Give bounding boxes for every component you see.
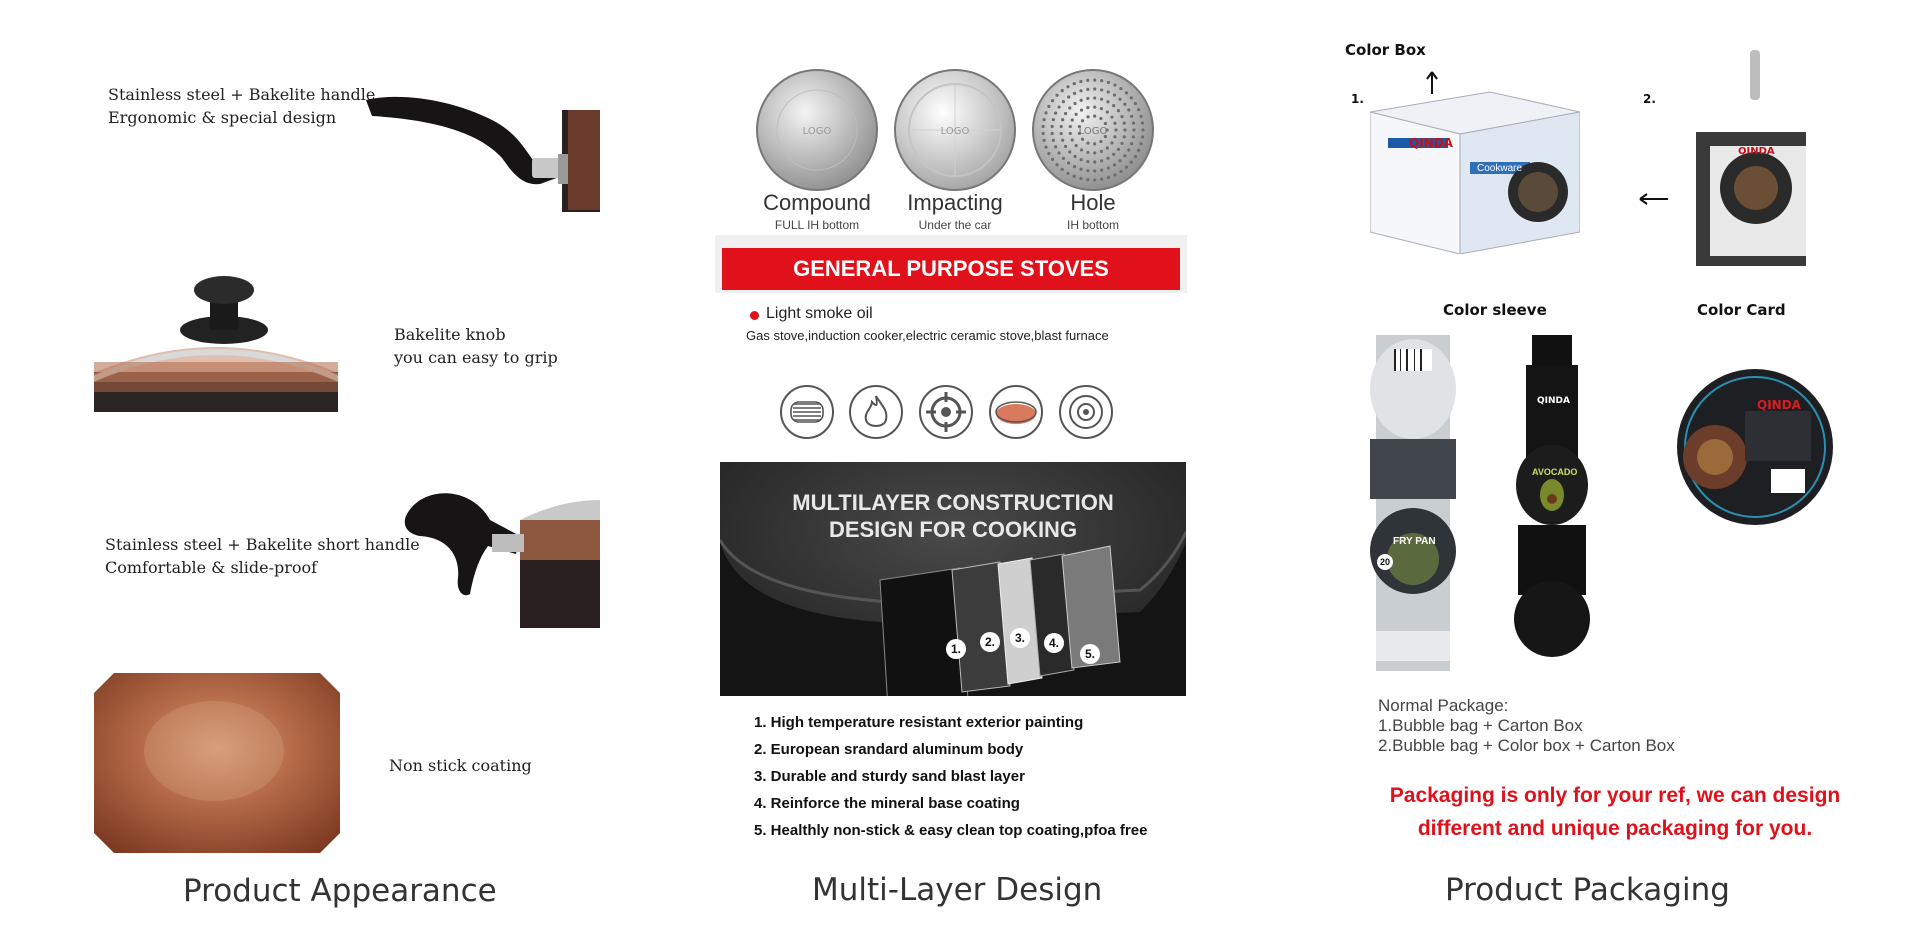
normal-package-option-1: 1.Bubble bag + Carton Box: [1378, 716, 1583, 735]
bottom-label-hole: Hole: [1070, 190, 1116, 215]
feature-handle-line1: Stainless steel + Bakelite handle: [108, 85, 376, 104]
color-box-brand: QINDA: [1409, 136, 1453, 150]
gas-burner-icon: [918, 384, 974, 440]
color-sleeve-box-image: [1690, 50, 1814, 266]
feature-knob-line2: you can easy to grip: [394, 348, 558, 367]
feature-knob-text: Bakelite knob you can easy to grip: [394, 323, 558, 369]
layer-item: 5. Healthly non-stick & easy clean top c…: [754, 822, 1148, 839]
layer-marker-5: 5.: [1080, 644, 1100, 664]
layer-item: 4. Reinforce the mineral base coating: [754, 795, 1020, 812]
light-smoke-oil-text: Light smoke oil: [766, 305, 873, 322]
handle-image: [362, 80, 600, 212]
arrow-left-icon: [1638, 192, 1668, 206]
step-1-label: 1.: [1351, 92, 1364, 106]
lid-knob-image: [94, 272, 338, 412]
compound-logo-text: LOGO: [803, 126, 832, 137]
arrow-up-icon: [1425, 70, 1439, 94]
packaging-ref-line1: Packaging is only for your ref, we can d…: [1389, 784, 1841, 807]
induction-coil-icon: [779, 384, 835, 440]
layer-marker-3: 3.: [1010, 628, 1030, 648]
feature-handle-text: Stainless steel + Bakelite handle Ergono…: [108, 83, 375, 129]
multilayer-heading-line2: DESIGN FOR COOKING: [828, 517, 1078, 542]
color-card-brand: QINDA: [1757, 398, 1801, 412]
feature-coating-text: Non stick coating: [389, 754, 532, 777]
stove-types-text: Gas stove,induction cooker,electric cera…: [746, 328, 1109, 343]
layer-list: 1. High temperature resistant exterior p…: [754, 709, 1147, 844]
feature-short-handle-line1: Stainless steel + Bakelite short handle: [105, 535, 420, 554]
normal-package-block: Normal Package: 1.Bubble bag + Carton Bo…: [1378, 696, 1675, 756]
title-product-appearance: Product Appearance: [183, 873, 497, 909]
feature-short-handle-text: Stainless steel + Bakelite short handle …: [105, 533, 420, 579]
layer-item: 2. European srandard aluminum body: [754, 741, 1024, 758]
sleeve-box-brand: QINDA: [1738, 146, 1775, 157]
bottom-label-impacting: Impacting: [907, 190, 1003, 215]
color-card-label: Color Card: [1697, 301, 1786, 319]
multilayer-heading-line1: MULTILAYER CONSTRUCTION: [792, 490, 1114, 515]
black-sleeve-brand: QINDA: [1537, 396, 1570, 406]
feature-coating-line1: Non stick coating: [389, 756, 532, 775]
ceramic-plate-icon: [988, 384, 1044, 440]
layer-item: 1. High temperature resistant exterior p…: [754, 714, 1084, 731]
color-box-image: [1369, 82, 1581, 255]
layer-marker-1: 1.: [946, 639, 966, 659]
color-sleeve-label: Color sleeve: [1443, 301, 1547, 319]
packaging-ref-note: Packaging is only for your ref, we can d…: [1360, 779, 1870, 845]
feature-handle-line2: Ergonomic & special design: [108, 108, 337, 127]
layer-marker-4: 4.: [1044, 633, 1064, 653]
bottom-sub-compound: FULL IH bottom: [774, 218, 860, 232]
feature-knob-line1: Bakelite knob: [394, 325, 506, 344]
grey-sleeve-size-badge: 20: [1377, 554, 1393, 570]
step-2-label: 2.: [1643, 92, 1656, 106]
packaging-ref-line2: different and unique packaging for you.: [1417, 817, 1813, 840]
hob-ring-icon: [1058, 384, 1114, 440]
impacting-logo-text: LOGO: [941, 126, 970, 137]
grey-sleeve-image: [1370, 335, 1456, 671]
multilayer-heading: MULTILAYER CONSTRUCTION DESIGN FOR COOKI…: [720, 489, 1186, 543]
bottom-sub-impacting: Under the car: [918, 218, 992, 232]
short-handle-image: [400, 480, 600, 628]
layer-marker-2: 2.: [980, 632, 1000, 652]
hole-logo-text: LOGO: [1079, 126, 1108, 137]
bottom-sub-hole: IH bottom: [1066, 218, 1120, 232]
hole-bottom-disc: LOGO: [1028, 65, 1158, 195]
color-box-label: Color Box: [1345, 41, 1426, 59]
stoves-banner: GENERAL PURPOSE STOVES: [722, 248, 1180, 290]
feature-short-handle-line2: Comfortable & slide-proof: [105, 558, 318, 577]
title-product-packaging: Product Packaging: [1445, 872, 1730, 908]
normal-package-option-2: 2.Bubble bag + Color box + Carton Box: [1378, 736, 1675, 755]
black-sleeve-text: AVOCADO: [1532, 467, 1578, 477]
layer-item: 3. Durable and sturdy sand blast layer: [754, 768, 1025, 785]
nonstick-coating-image: [94, 673, 340, 853]
color-card-image: [1675, 367, 1835, 527]
compound-bottom-disc: LOGO: [752, 65, 882, 195]
impacting-bottom-disc: LOGO: [890, 65, 1020, 195]
color-box-text: Cookware: [1477, 163, 1523, 174]
title-multi-layer-design: Multi-Layer Design: [812, 872, 1103, 908]
normal-package-title: Normal Package:: [1378, 696, 1509, 715]
bottom-label-compound: Compound: [763, 190, 871, 215]
grey-sleeve-text: FRY PAN: [1393, 536, 1436, 547]
flame-icon: [848, 384, 904, 440]
black-sleeve-image: [1512, 335, 1592, 671]
bullet-icon: [750, 311, 759, 320]
